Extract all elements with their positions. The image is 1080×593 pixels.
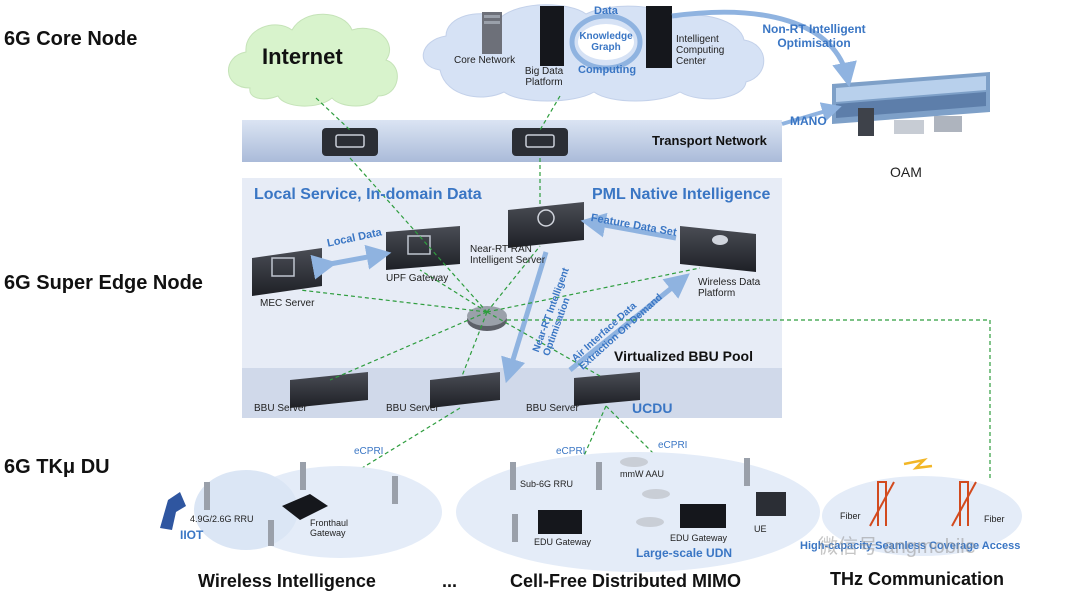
transport-router-icon (512, 128, 568, 156)
ue-label: UE (754, 524, 767, 534)
watermark: 微信号 angmobile (818, 536, 976, 558)
upf-gateway-label: UPF Gateway (386, 273, 449, 284)
sub6g-rru-label: Sub-6G RRU (520, 479, 574, 489)
edu-gateway-label: EDU Gateway (534, 537, 592, 547)
thz-caption-label: High-capacity Seamless Coverage Access (800, 540, 1021, 552)
air-interface-arrow (568, 273, 690, 372)
ecpri-label: eCPRI (556, 446, 586, 457)
bbu-server-icon (430, 372, 500, 408)
mec-server-label: MEC Server (260, 298, 315, 309)
bbu-server-label: BBU Server (526, 403, 579, 414)
lightning-icon (903, 457, 933, 470)
near-rt-server-icon (508, 202, 584, 248)
ecpri-label: eCPRI (658, 440, 688, 451)
near-rt-server-label: Near-RT RAN Intelligent Server (470, 244, 546, 266)
transport-network-label: Transport Network (652, 133, 767, 148)
core-network-label: Core Network (454, 55, 516, 66)
bbu-server-icon (290, 372, 368, 408)
bbu-pool-label: Virtualized BBU Pool (614, 348, 753, 364)
cell-free-caption: Cell-Free Distributed MIMO (510, 571, 742, 591)
local-service-heading: Local Service, In-domain Data (254, 186, 482, 203)
large-scale-udn-label: Large-scale UDN (636, 546, 733, 560)
mano-label: MANO (790, 114, 827, 128)
router-hub-icon (467, 306, 507, 331)
knowledge-graph-cycle-icon (569, 13, 643, 71)
tier-label-du: 6G TKμ DU (4, 456, 110, 478)
edu-gateway-label: EDU Gateway (670, 533, 728, 543)
fiber-label: Fiber (984, 514, 1005, 524)
computing-label: Computing (578, 64, 637, 76)
mec-server-icon (252, 248, 322, 296)
upf-gateway-icon (386, 226, 460, 270)
core-network-rack-icon (482, 12, 502, 54)
bbu-server-label: BBU Server (254, 403, 307, 414)
thz-area (822, 476, 1022, 556)
rru-4g-label: 4.9G/2.6G RRU (190, 514, 254, 524)
cell-free-area (456, 452, 820, 572)
intelligent-center-label: Intelligent Computing Center (676, 34, 725, 67)
wireless-intelligence-caption: Wireless Intelligence (198, 571, 376, 591)
fronthaul-gateway-icon (282, 494, 328, 520)
non-rt-arrow (671, 9, 857, 88)
robot-arm-icon (160, 492, 186, 530)
mmw-aau-label: mmW AAU (620, 469, 664, 479)
local-data-arrow (310, 244, 392, 280)
thz-caption: THz Communication (830, 569, 1004, 589)
fronthaul-gateway-label: Fronthaul Gateway (310, 518, 349, 538)
iiot-label: IIOT (180, 528, 204, 542)
mano-arrow (781, 102, 842, 126)
ucdu-label: UCDU (632, 400, 673, 416)
edu-gateway-icon (680, 504, 726, 528)
feature-data-arrow (580, 212, 677, 241)
oam-workstation-icon (832, 72, 990, 136)
internet-cloud (228, 13, 398, 107)
wireless-intelligence-area (194, 466, 442, 558)
near-rt-optimisation-arrow (501, 251, 549, 384)
ellipsis-caption: ... (442, 571, 458, 591)
oam-label: OAM (890, 164, 922, 180)
data-cycle-label: Data (594, 5, 618, 17)
bbu-server-icon (574, 372, 640, 406)
wireless-data-platform-icon (680, 226, 756, 272)
knowledge-graph-label: Knowledge Graph (579, 31, 633, 53)
antenna-icons (204, 458, 750, 546)
ue-device-icon (756, 492, 786, 516)
thz-tower-icon (869, 481, 977, 527)
fiber-label: Fiber (840, 511, 861, 521)
edu-gateway-icon (538, 510, 582, 534)
tier-label-core: 6G Core Node (4, 28, 138, 50)
intelligent-center-rack-icon (646, 6, 672, 68)
tier-label-edge: 6G Super Edge Node (4, 272, 203, 294)
ecpri-label: eCPRI (354, 446, 384, 457)
non-rt-label: Non-RT Intelligent Optimisation (762, 22, 866, 50)
wireless-data-platform-label: Wireless Data Platform (698, 277, 761, 299)
big-data-label: Big Data Platform (524, 66, 564, 88)
internet-label: Internet (262, 44, 343, 69)
pml-heading: PML Native Intelligence (592, 186, 771, 203)
aau-panel-icons (620, 457, 670, 527)
bbu-server-label: BBU Server (386, 403, 439, 414)
big-data-rack-icon (540, 6, 564, 66)
transport-router-icon (322, 128, 378, 156)
